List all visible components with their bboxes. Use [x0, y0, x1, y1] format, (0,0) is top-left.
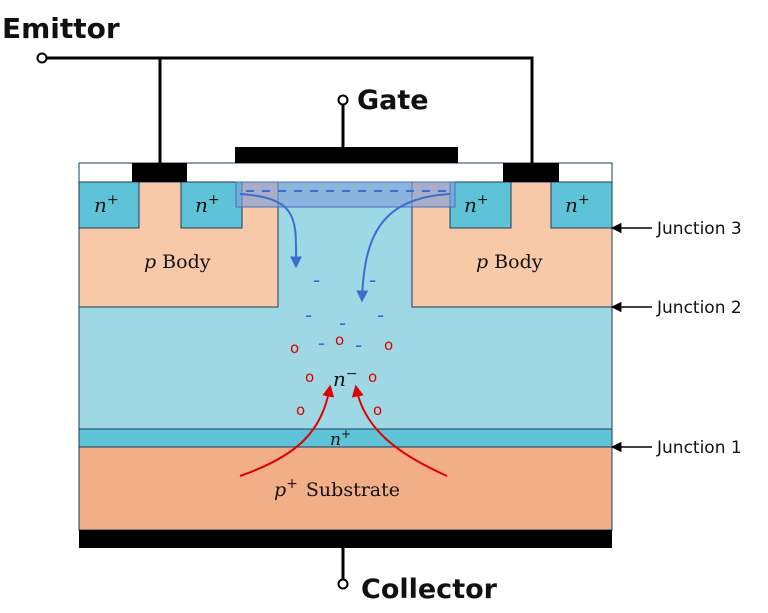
electron-marker: - — [355, 333, 362, 357]
hole-markers: o o o o o o o — [290, 331, 393, 419]
emitter-contact-right — [503, 163, 559, 182]
collector-label: Collector — [361, 574, 498, 605]
electron-marker: - — [377, 303, 384, 327]
emitter-wire — [45, 56, 534, 163]
emitter-contact-left — [132, 163, 187, 182]
junction-1-label: Junction 1 — [656, 438, 742, 458]
collector-contact — [79, 530, 612, 548]
electron-marker: - — [369, 268, 376, 292]
inversion-channel — [235, 181, 456, 208]
n-plus-right-inner-region — [449, 181, 512, 229]
emitter-label: Emittor — [2, 12, 120, 45]
electron-marker: - — [339, 311, 346, 335]
hole-marker: o — [335, 331, 344, 349]
substrate-region — [78, 446, 613, 531]
electron-marker: - — [305, 303, 312, 327]
gate-label: Gate — [357, 85, 429, 116]
n-plus-right-outer-label: n+ — [565, 192, 590, 217]
gate-electrode — [235, 147, 458, 163]
substrate-label: p+Substrate — [274, 476, 400, 501]
n-plus-buffer-label: n+ — [330, 427, 351, 450]
hole-marker: o — [368, 368, 377, 386]
hole-flow-arrow-left — [239, 384, 335, 477]
electron-flow-arrow-left — [239, 193, 303, 269]
n-plus-left-inner-region — [180, 181, 243, 229]
n-plus-right-inner-label: n+ — [464, 192, 489, 217]
hole-marker: o — [305, 368, 314, 386]
hole-flow-arrow-right — [351, 384, 448, 477]
n-minus-drift-label: n− — [333, 366, 358, 391]
n-plus-left-outer-label: n+ — [94, 192, 119, 217]
electron-flow-arrow-right — [356, 193, 451, 303]
hole-marker: o — [290, 339, 299, 357]
electron-marker: - — [318, 331, 325, 355]
electron-markers: - - - - - - - — [305, 268, 384, 357]
hole-marker: o — [373, 401, 382, 419]
junction-2-label: Junction 2 — [656, 298, 742, 318]
emitter-terminal-node — [36, 52, 48, 64]
junction-3-label: Junction 3 — [656, 219, 742, 239]
gate-terminal-node — [337, 94, 349, 106]
n-plus-left-outer-region — [78, 181, 140, 229]
n-plus-right-outer-region — [550, 181, 613, 229]
hole-marker: o — [296, 401, 305, 419]
n-plus-left-inner-label: n+ — [195, 192, 220, 217]
hole-marker: o — [384, 336, 393, 354]
collector-terminal-node — [337, 578, 349, 590]
electron-marker: - — [313, 268, 320, 292]
